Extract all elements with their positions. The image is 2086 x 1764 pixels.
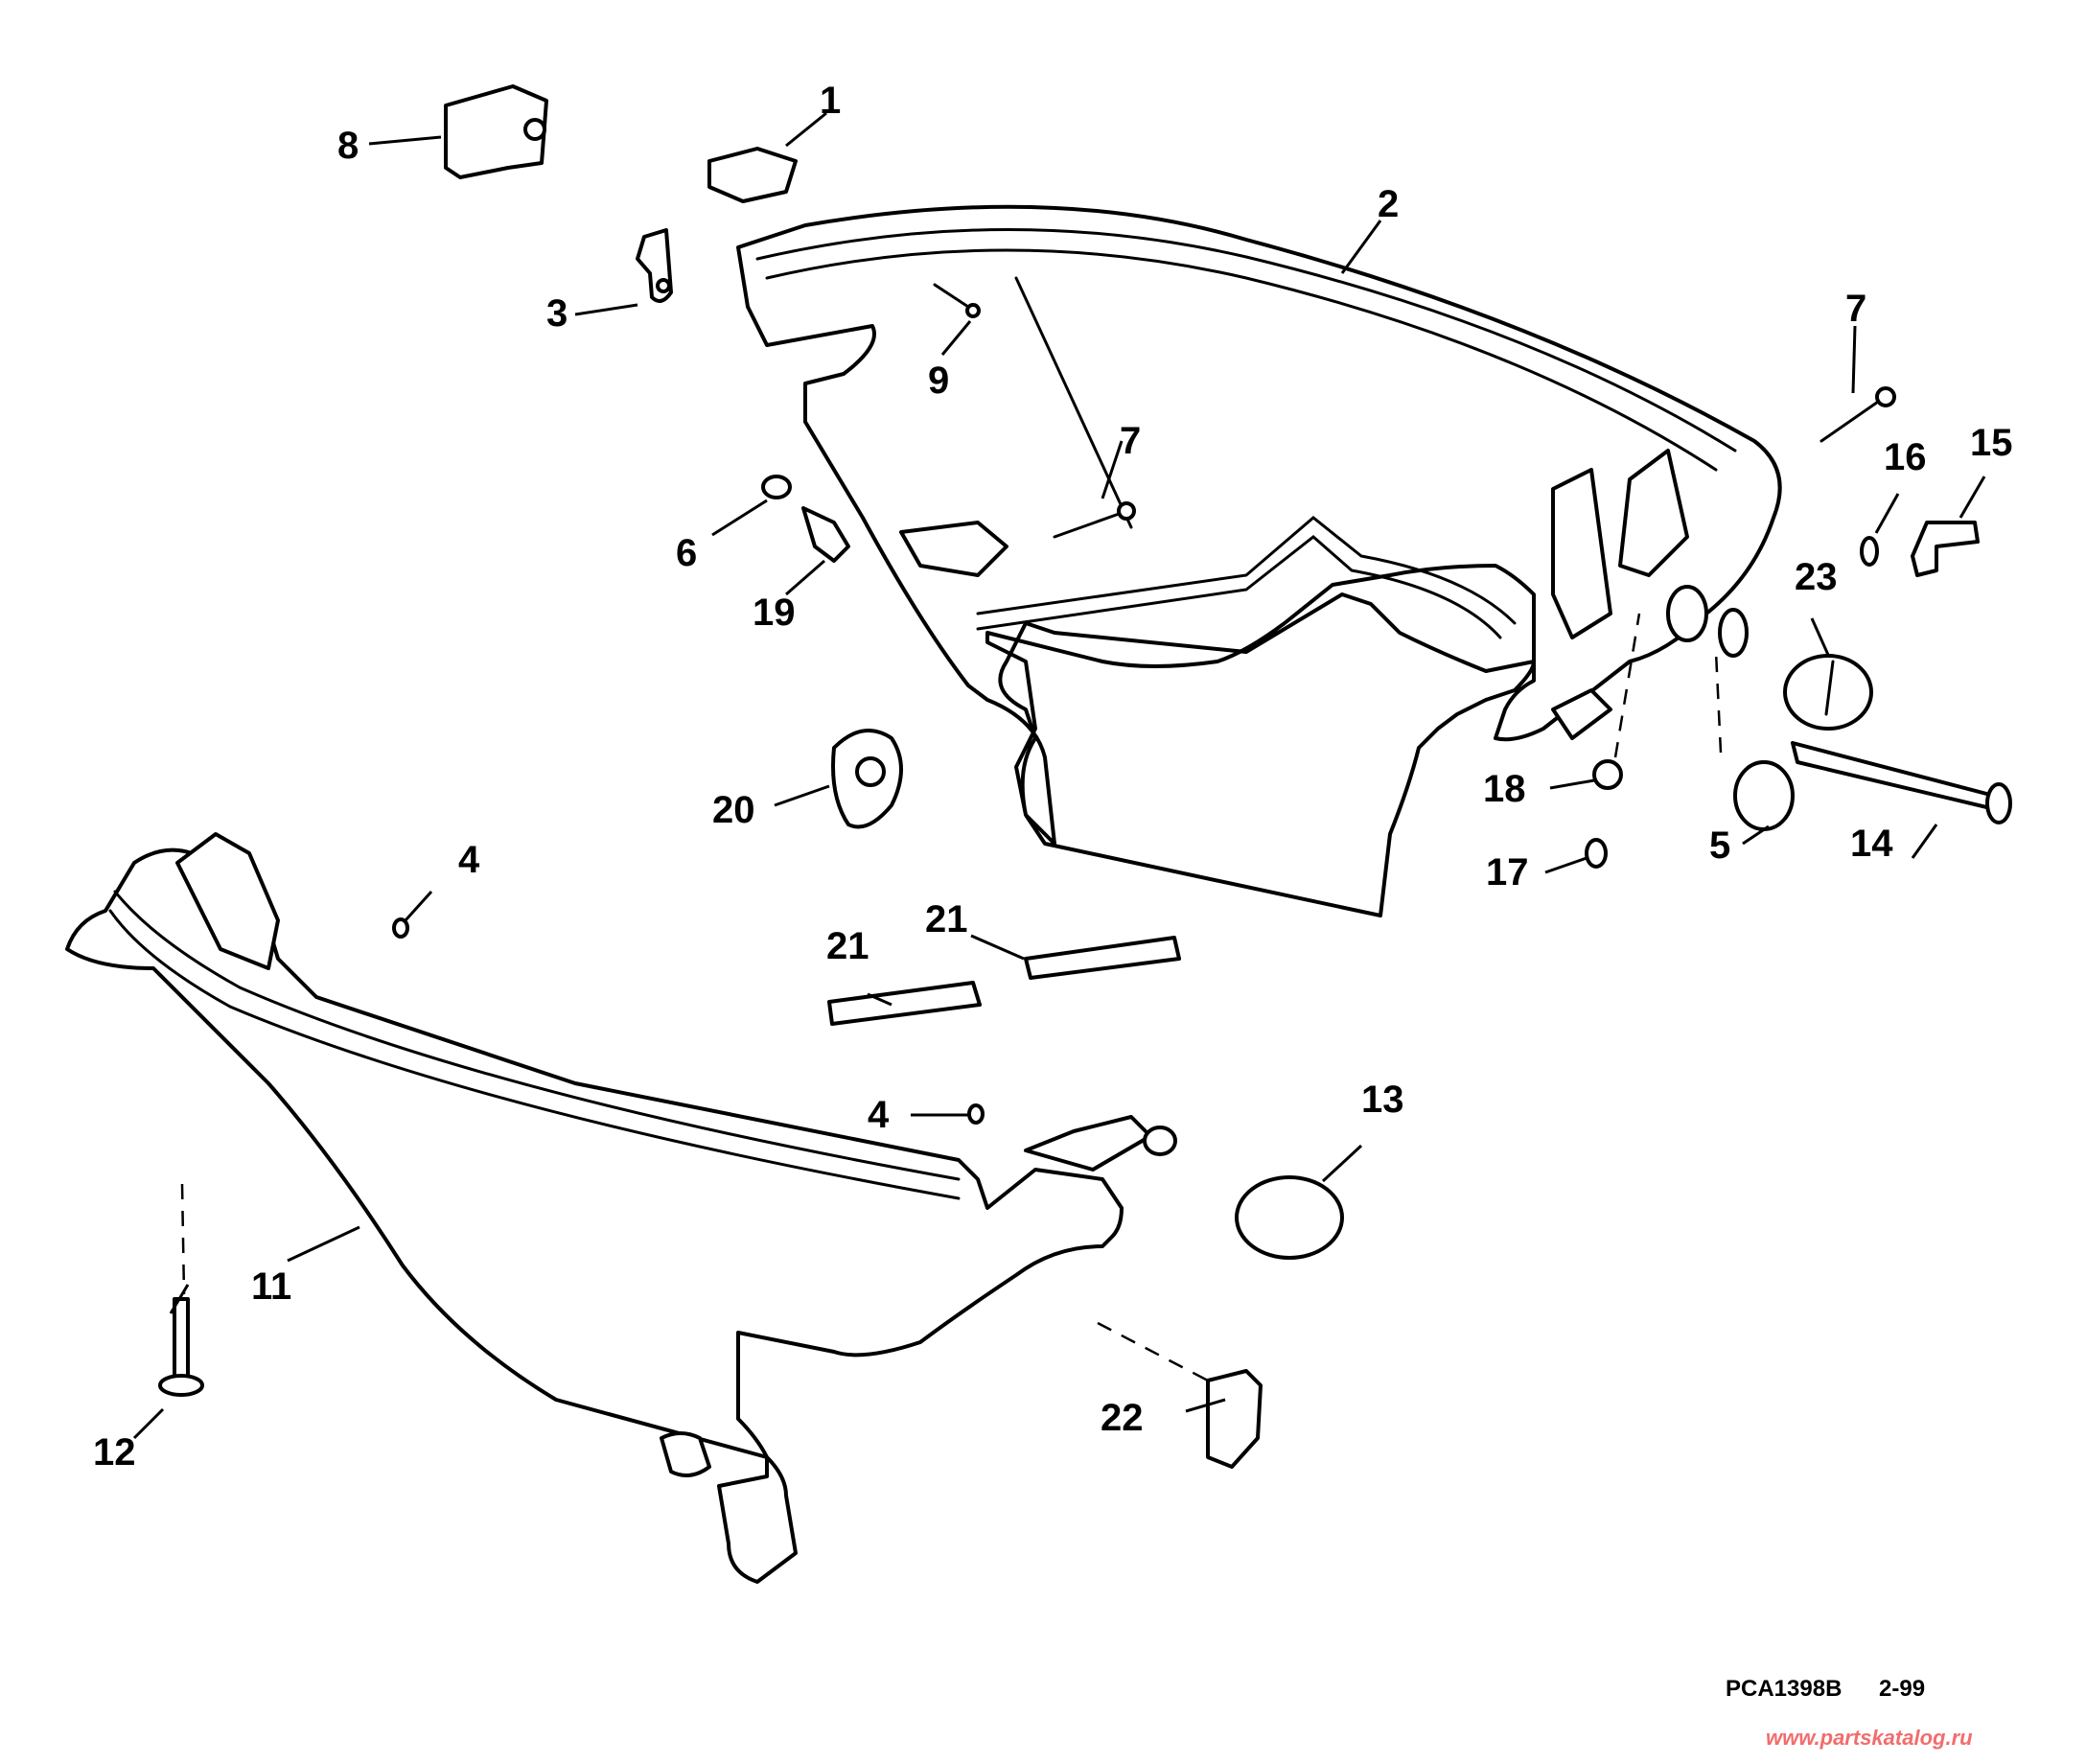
alignment-line	[1613, 613, 1641, 758]
callout-21a: 21	[826, 925, 869, 967]
part-8-latch-lever	[444, 84, 548, 179]
part-4-nut-a	[392, 917, 409, 939]
part-9-screw	[933, 283, 981, 318]
callout-8: 8	[337, 125, 359, 167]
revision-date: 2-99	[1879, 1676, 1926, 1702]
callout-4a: 4	[458, 839, 480, 881]
alignment-line	[1097, 1321, 1209, 1382]
callout-19: 19	[753, 592, 796, 634]
part-3-latch-hook	[636, 228, 673, 303]
part-13-grommet	[1235, 1175, 1344, 1260]
part-16-washer	[1860, 536, 1879, 567]
part-22-seal	[1206, 1369, 1263, 1469]
alignment-line	[1714, 651, 1723, 754]
callout-9: 9	[928, 360, 949, 402]
part-18-grommet	[1592, 759, 1623, 790]
callout-11: 11	[251, 1265, 291, 1308]
watermark-link[interactable]: www.partskatalog.ru	[1766, 1726, 1973, 1750]
part-21-roll-pin-a	[1024, 936, 1181, 980]
part-20-fitting	[831, 729, 903, 829]
part-12-bolt	[158, 1297, 204, 1397]
part-7-screw-a	[1053, 501, 1136, 539]
callout-3: 3	[546, 292, 568, 335]
drawing-code: PCA1398B	[1726, 1676, 1843, 1702]
callout-1: 1	[820, 80, 841, 122]
part-17-screw	[1585, 838, 1608, 869]
upper-cover-part-2	[736, 204, 1782, 917]
part-1-latch-block	[707, 147, 798, 203]
callout-5: 5	[1709, 824, 1730, 867]
callout-21b: 21	[925, 898, 968, 940]
part-15-bracket	[1911, 521, 1980, 577]
part-19-bolt	[801, 506, 850, 563]
callout-13: 13	[1361, 1079, 1404, 1121]
callout-6: 6	[676, 532, 697, 574]
part-23-grommet	[1783, 654, 1873, 731]
part-21-roll-pin-b	[827, 981, 982, 1026]
callout-labels: 8 1 2 3 9 7 7 16 15 23 6 19 20 4 21 21 4…	[93, 80, 2013, 1474]
alignment-line	[180, 1183, 186, 1295]
callout-12: 12	[93, 1431, 136, 1474]
callout-4b: 4	[868, 1094, 890, 1136]
callout-15: 15	[1970, 422, 2013, 464]
lower-cover-part-11	[65, 832, 1177, 1584]
part-5-plug	[1733, 760, 1795, 831]
part-14-latch-pin	[1791, 741, 2012, 824]
callout-7a: 7	[1120, 420, 1141, 462]
callout-16: 16	[1884, 436, 1927, 478]
part-7-screw-b	[1819, 386, 1896, 443]
callout-17: 17	[1486, 851, 1529, 894]
callout-7b: 7	[1845, 288, 1866, 330]
callout-22: 22	[1101, 1397, 1144, 1439]
callout-2: 2	[1378, 183, 1399, 225]
callout-18: 18	[1483, 768, 1526, 810]
leader-lines	[132, 111, 1986, 1440]
part-6-washer	[761, 475, 792, 499]
callout-23: 23	[1795, 556, 1838, 598]
callout-20: 20	[712, 789, 755, 831]
part-4-nut-b	[967, 1103, 985, 1125]
callout-14: 14	[1850, 823, 1893, 865]
